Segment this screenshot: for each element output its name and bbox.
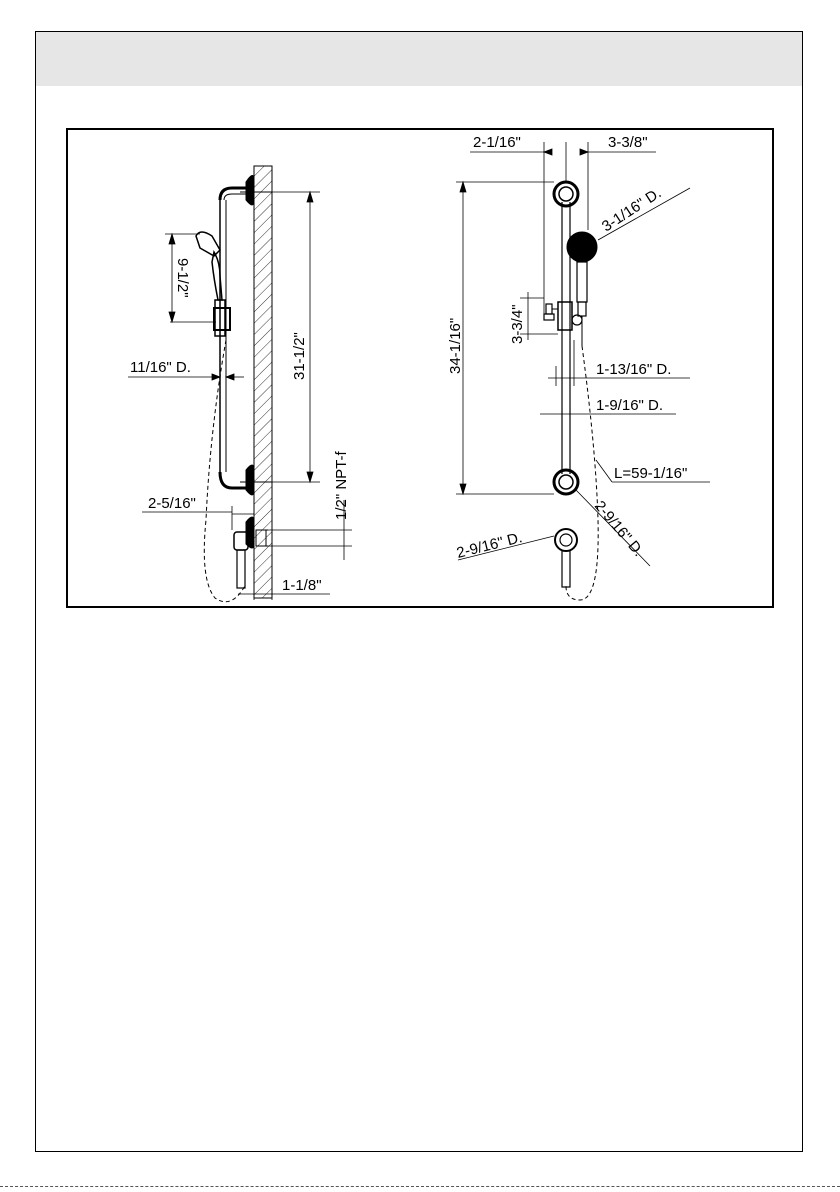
slider-front	[544, 302, 582, 330]
spray-head-front	[567, 232, 597, 262]
label-bar-diameter: 11/16" D.	[130, 359, 191, 376]
label-slider-height: 3-3/4"	[509, 304, 526, 344]
label-top-offset-left: 2-1/16"	[473, 134, 521, 151]
top-bracket-front	[554, 182, 578, 206]
wall-section	[254, 166, 272, 598]
leader-hose	[596, 460, 612, 482]
label-wall-depth: 1-1/8"	[282, 577, 322, 594]
side-view	[128, 166, 352, 602]
hose-front	[566, 346, 598, 600]
wall-outlet-front	[555, 529, 577, 551]
label-outlet-projection: 2-5/16"	[148, 495, 196, 512]
label-flange-diameter: 2-9/16" D.	[455, 529, 524, 562]
dim-overall-height	[456, 182, 554, 494]
hose-side	[204, 340, 246, 602]
label-slider-diameter: 1-13/16" D.	[596, 361, 671, 378]
dim-top-offsets	[470, 142, 656, 320]
label-bracket-diameter: 2-9/16" D.	[591, 498, 647, 560]
label-thread: 1/2" NPT-f	[333, 450, 350, 520]
label-top-offset-right: 3-3/8"	[608, 134, 648, 151]
label-handshower-length: 9-1/2"	[174, 258, 191, 298]
hand-shower-side	[196, 232, 230, 336]
label-spray-diameter: 3-1/16" D.	[599, 185, 664, 236]
front-view	[456, 142, 710, 600]
bottom-bracket-front	[554, 470, 578, 494]
label-bar-height: 31-1/2"	[291, 332, 308, 380]
label-overall-height: 34-1/16"	[447, 318, 464, 374]
label-handle-diameter: 1-9/16" D.	[596, 397, 663, 414]
label-hose-length: L=59-1/16"	[614, 465, 687, 482]
